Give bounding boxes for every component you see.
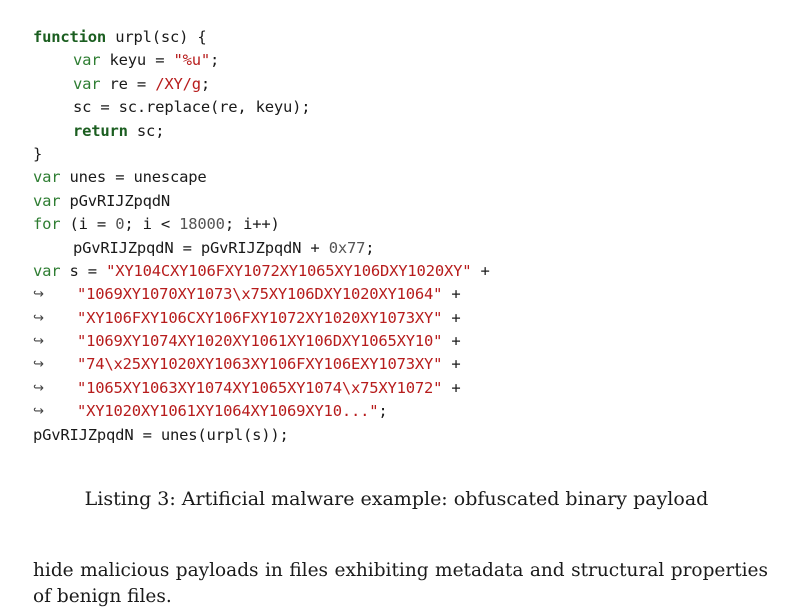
code-token-kw-light: var — [33, 168, 61, 187]
return-arrow-icon: ↪ — [33, 310, 44, 326]
code-token-kw-light: for — [33, 215, 61, 234]
code-token-str: /XY/g — [155, 74, 201, 93]
code-token-plain: ; — [210, 51, 220, 70]
listing-caption: Listing 3: Artificial malware example: o… — [84, 488, 709, 510]
code-line: ↪ "74\x25XY1020XY1063XY106FXY106EXY1073XY… — [33, 353, 773, 376]
return-arrow-icon: ↪ — [33, 334, 44, 350]
code-token-plain: urpl(sc) { — [106, 28, 207, 46]
code-token-num: 0 — [115, 215, 125, 234]
code-token-str: "1069XY1070XY1073\x75XY106DXY1020XY1064" — [77, 285, 443, 304]
code-token-plain: s = — [60, 261, 107, 280]
code-line: ↪ "XY1020XY1061XY1064XY1069XY10..."; — [33, 400, 773, 423]
code-token-plain: pGvRIJZpqdN = pGvRIJZpqdN + — [73, 238, 329, 257]
code-token-str: "74\x25XY1020XY1063XY106FXY106EXY1073XY" — [77, 355, 443, 374]
code-line: return sc; — [33, 120, 773, 143]
code-line: pGvRIJZpqdN = pGvRIJZpqdN + 0x77; — [33, 237, 773, 260]
code-line: ↪ "XY106FXY106CXY106FXY1072XY1020XY1073XY… — [33, 307, 773, 330]
code-token-str: "%u" — [173, 51, 210, 70]
code-token-kw: return — [73, 121, 128, 140]
code-token-str: "XY104CXY106FXY1072XY1065XY106DXY1020XY" — [106, 261, 472, 280]
code-token-plain: pGvRIJZpqdN — [60, 191, 171, 210]
body-paragraph: hide malicious payloads in files exhibit… — [33, 560, 768, 607]
return-arrow-icon: ↪ — [33, 380, 44, 396]
code-token-str: "1069XY1074XY1020XY1061XY106DXY1065XY10" — [77, 332, 443, 351]
code-token-plain: re = — [100, 74, 156, 93]
code-token-str: "XY1020XY1061XY1064XY1069XY10..." — [77, 402, 379, 421]
code-token-plain: + — [442, 308, 461, 327]
code-token-plain: } — [33, 144, 43, 163]
code-token-plain: + — [442, 355, 461, 374]
code-line: var keyu = "%u"; — [33, 49, 773, 72]
code-token-kw: function — [33, 28, 107, 46]
code-line: function urpl(sc) { — [33, 26, 773, 49]
code-token-kw-light: var — [73, 74, 101, 93]
code-line: pGvRIJZpqdN = unes(urpl(s)); — [33, 424, 773, 447]
code-token-plain: + — [442, 332, 461, 351]
code-token-kw-light: var — [33, 261, 61, 280]
code-line: ↪ "1065XY1063XY1074XY1065XY1074\x75XY1072… — [33, 377, 773, 400]
code-token-plain: sc; — [127, 121, 165, 140]
return-arrow-icon: ↪ — [33, 287, 44, 303]
code-line: sc = sc.replace(re, keyu); — [33, 96, 773, 119]
code-token-num: 0x77 — [328, 238, 366, 257]
code-token-plain: ; i++) — [224, 215, 280, 234]
code-token-num: 18000 — [179, 215, 225, 234]
code-token-plain: ; — [200, 74, 211, 93]
code-line: } — [33, 143, 773, 166]
return-arrow-icon: ↪ — [33, 404, 44, 420]
code-token-plain: + — [442, 379, 461, 398]
code-token-plain: keyu = — [100, 51, 174, 70]
code-line: ↪ "1069XY1074XY1020XY1061XY106DXY1065XY10… — [33, 330, 773, 353]
code-line: for (i = 0; i < 18000; i++) — [33, 213, 773, 236]
code-token-plain: ; i < — [124, 215, 180, 234]
code-line: var pGvRIJZpqdN — [33, 190, 773, 213]
code-token-kw-light: var — [33, 191, 61, 210]
code-token-plain: sc = sc.replace(re, keyu); — [73, 98, 311, 117]
code-token-plain: pGvRIJZpqdN = unes(urpl(s)); — [33, 425, 289, 444]
code-token-plain: ; — [378, 402, 388, 421]
code-token-str: "XY106FXY106CXY106FXY1072XY1020XY1073XY" — [77, 308, 443, 327]
code-line: ↪ "1069XY1070XY1073\x75XY106DXY1020XY1064… — [33, 283, 773, 306]
code-listing: function urpl(sc) {var keyu = "%u";var r… — [33, 26, 773, 447]
code-token-plain: (i = — [60, 215, 116, 234]
code-line: var re = /XY/g; — [33, 73, 773, 96]
code-token-plain: ; — [365, 238, 375, 257]
code-token-str: "1065XY1063XY1074XY1065XY1074\x75XY1072" — [77, 379, 443, 398]
code-token-plain: + — [471, 261, 490, 280]
code-token-plain: + — [442, 285, 461, 304]
return-arrow-icon: ↪ — [33, 357, 44, 373]
code-token-kw-light: var — [73, 51, 101, 70]
code-line: var unes = unescape — [33, 166, 773, 189]
code-token-plain: unes = unescape — [60, 168, 207, 187]
code-line: var s = "XY104CXY106FXY1072XY1065XY106DX… — [33, 260, 773, 283]
